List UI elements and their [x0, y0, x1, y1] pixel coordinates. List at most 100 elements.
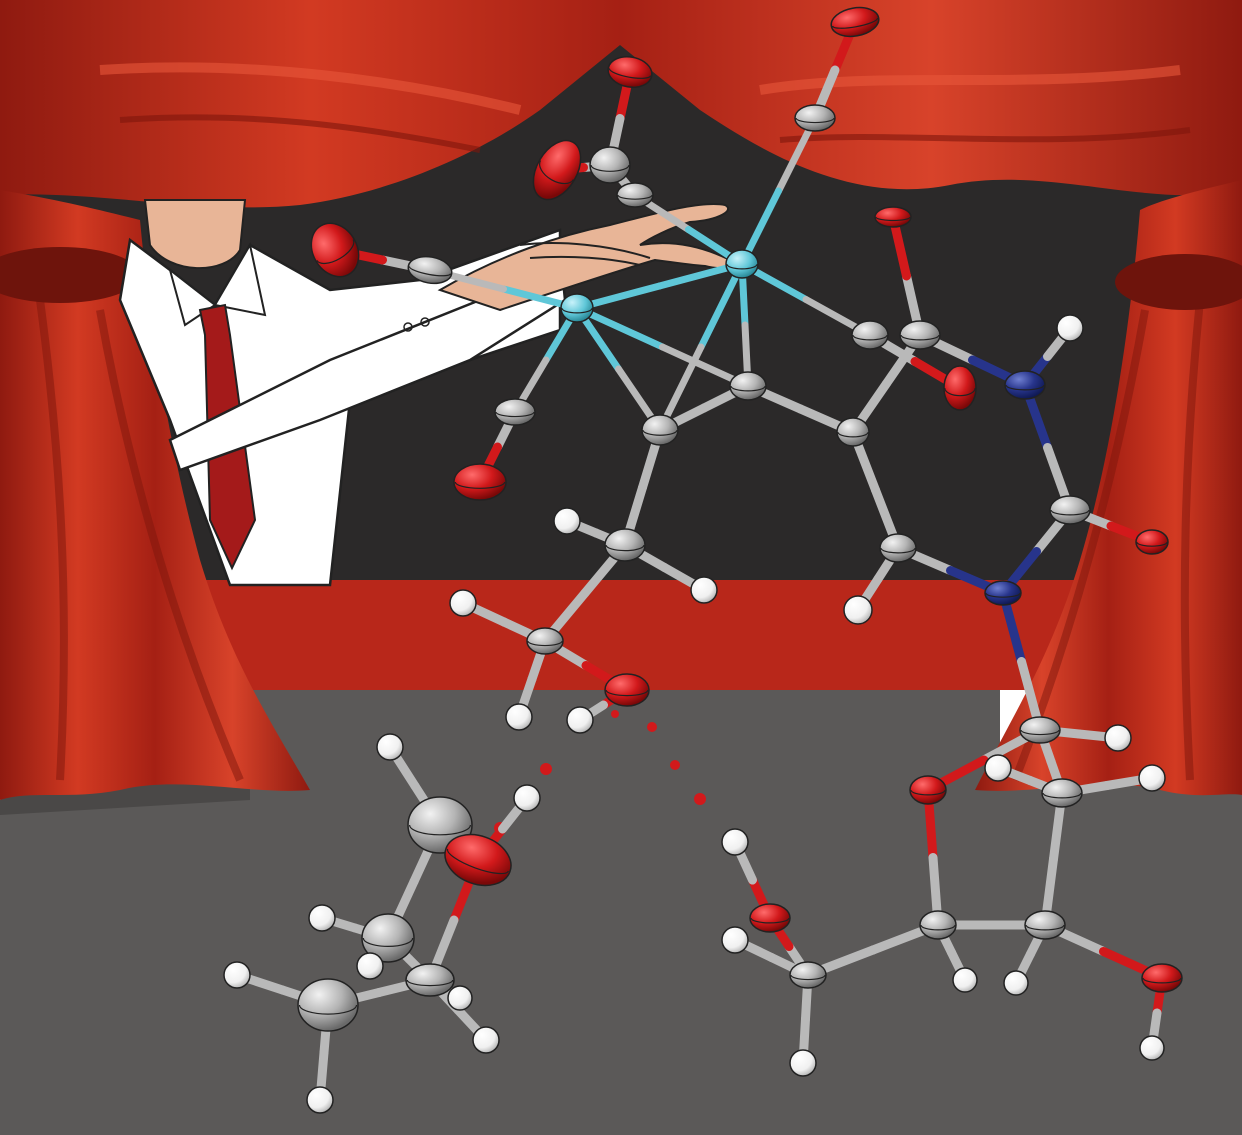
thermal-ellipsoid-line — [880, 547, 916, 554]
hydrogen-atom — [1003, 970, 1029, 996]
oxygen-atom — [749, 903, 791, 933]
carbon-atom — [851, 320, 889, 350]
thermal-ellipsoid-line — [446, 848, 509, 875]
thermal-ellipsoid-line — [726, 263, 758, 270]
nitrogen-atom — [1004, 370, 1046, 400]
oxygen-atom — [607, 55, 653, 89]
thermal-ellipsoid-line — [944, 387, 976, 397]
thermal-ellipsoid-line — [750, 917, 790, 924]
thermal-ellipsoid-line — [527, 640, 563, 647]
thermal-ellipsoid-line — [1050, 509, 1090, 516]
oxygen-atom — [874, 206, 912, 228]
thermal-ellipsoid-line — [1136, 541, 1168, 547]
thermal-ellipsoid-line — [730, 385, 766, 392]
thermal-ellipsoid-line — [642, 429, 678, 436]
thermal-ellipsoid-line — [408, 266, 452, 277]
carbon-atom — [604, 528, 646, 562]
carbon-atom — [794, 104, 836, 132]
thermal-ellipsoid-line — [409, 824, 471, 836]
hydrogen-atom — [984, 754, 1012, 782]
hydrogen-atom — [308, 904, 336, 932]
carbon-atom — [494, 398, 536, 426]
hydrogen-atom — [472, 1026, 500, 1054]
thermal-ellipsoid-line — [910, 789, 946, 796]
thermal-ellipsoid-line — [617, 194, 653, 200]
curtain-valance — [0, 0, 1242, 208]
hydrogen-atom — [1139, 1035, 1165, 1061]
hydrogen-atom — [789, 1049, 817, 1077]
nitrogen-atom — [984, 580, 1022, 606]
thermal-ellipsoid-line — [920, 924, 956, 931]
hydrogen-atom — [513, 784, 541, 812]
left-curtain-tieback — [0, 247, 140, 303]
thermal-ellipsoid-line — [362, 937, 414, 947]
thermal-ellipsoid-line — [608, 68, 652, 79]
hydrogen-atom — [952, 967, 978, 993]
hydrogen-atom — [376, 733, 404, 761]
thermal-ellipsoid-line — [1005, 384, 1045, 391]
thermal-ellipsoid-line — [298, 1004, 358, 1015]
carbon-atom — [1024, 910, 1066, 940]
hydrogen-atom — [566, 706, 594, 734]
hydrogen-atom — [721, 926, 749, 954]
oxygen-atom — [943, 365, 977, 411]
thermal-ellipsoid-line — [454, 481, 506, 489]
carbon-atom — [1049, 495, 1091, 525]
oxygen-atom — [830, 6, 880, 38]
carbon-atom — [1041, 778, 1083, 808]
thermal-ellipsoid-line — [852, 334, 888, 341]
thermal-ellipsoid-line — [875, 216, 911, 222]
oxygen-atom — [604, 673, 650, 707]
thermal-ellipsoid-line — [539, 160, 574, 185]
oxygen-atom — [532, 139, 582, 201]
oxygen-atom — [909, 775, 947, 805]
metal-atom — [560, 293, 594, 323]
hydrogen-atom — [356, 952, 384, 980]
cufflink — [420, 317, 430, 327]
thermal-ellipsoid-line — [590, 164, 630, 172]
carbon-atom — [919, 910, 957, 940]
thermal-ellipsoid-line — [900, 334, 940, 341]
thermal-ellipsoid-line — [837, 431, 869, 438]
oxygen-atom — [1141, 963, 1183, 993]
bond — [697, 260, 746, 351]
carbon-atom — [729, 371, 767, 401]
hydrogen-atom — [449, 589, 477, 617]
thermal-ellipsoid-line — [561, 307, 593, 314]
left-curtain — [0, 190, 310, 800]
hydrogen-atom — [306, 1086, 334, 1114]
hydrogen-atom — [223, 961, 251, 989]
hydrogen-atom — [1104, 724, 1132, 752]
thermal-ellipsoid-line — [605, 544, 645, 552]
thermal-ellipsoid-line — [1025, 924, 1065, 931]
carbon-atom — [789, 961, 827, 989]
thermal-ellipsoid-line — [1142, 977, 1182, 984]
conductor-neck — [143, 199, 247, 270]
thermal-ellipsoid-line — [795, 117, 835, 124]
atoms — [223, 6, 1183, 1114]
thermal-ellipsoid-line — [1020, 729, 1060, 736]
metal-atom — [725, 249, 759, 279]
thermal-ellipsoid-line — [495, 411, 535, 418]
carbon-atom — [361, 913, 415, 963]
thermal-ellipsoid-line — [985, 592, 1021, 598]
carbon-atom — [1019, 716, 1061, 744]
right-curtain-tieback — [1115, 254, 1242, 310]
thermal-ellipsoid-line — [316, 239, 355, 265]
hydrogen-atom — [1138, 764, 1166, 792]
hydrogen-atom — [843, 595, 873, 625]
carbon-atom — [407, 255, 453, 285]
thermal-ellipsoid-line — [790, 974, 826, 981]
carbon-atom — [899, 320, 941, 350]
hydrogen-atom — [553, 507, 581, 535]
oxygen-atom — [1135, 529, 1169, 555]
oxygen-atom — [453, 463, 507, 501]
carbon-atom — [836, 417, 870, 447]
carbon-atom — [616, 182, 654, 208]
thermal-ellipsoid-line — [1042, 792, 1082, 799]
thermal-ellipsoid-line — [831, 17, 879, 29]
thermal-ellipsoid-line — [406, 979, 454, 987]
carbon-atom — [526, 627, 564, 655]
carbon-atom — [405, 963, 455, 997]
